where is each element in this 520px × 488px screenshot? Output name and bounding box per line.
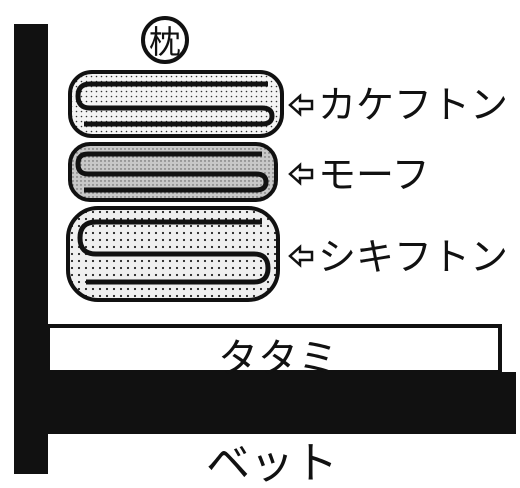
futon-layer-moufu [68,142,278,202]
layer-label-kakefuton: カケフトン [318,83,508,127]
tatami-mat [46,324,502,374]
futon-layer-shikifuton [66,206,280,302]
bed-label: ベット [206,438,338,488]
layer-label-moufu: モーフ [318,153,430,197]
bed-base [14,372,516,434]
hollow-left-arrow-icon [288,162,314,186]
label-row-moufu: モーフ [288,153,430,197]
hollow-left-arrow-icon [288,244,314,268]
tatami-label: タタミ [218,336,338,382]
futon-layer-kakefuton [68,70,284,138]
pillow-label: 枕 [149,23,181,61]
label-row-shikifuton: シキフトン [288,235,508,279]
layer-label-shikifuton: シキフトン [318,235,508,279]
pillow-badge: 枕 [141,16,189,64]
hollow-left-arrow-icon [288,93,314,117]
label-row-kakefuton: カケフトン [288,83,508,127]
